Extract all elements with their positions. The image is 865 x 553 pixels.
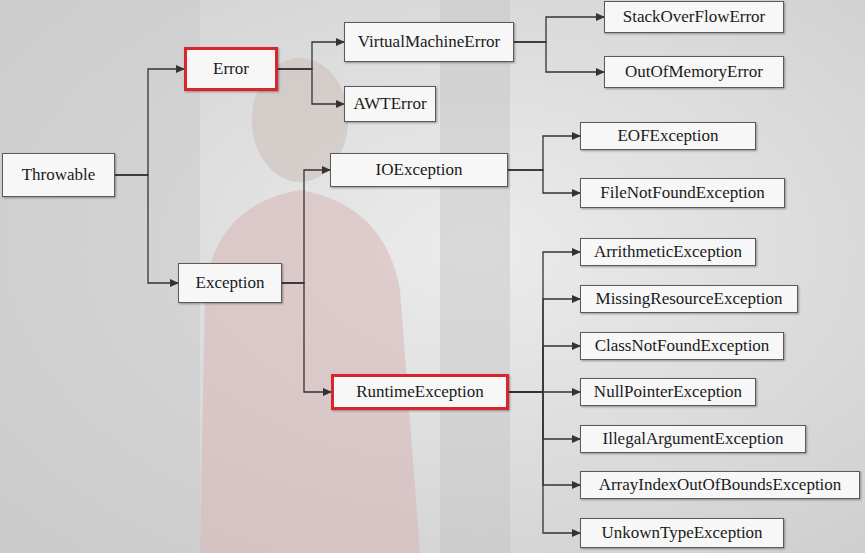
class-name: Error [213, 59, 249, 79]
class-box: AWTError [344, 86, 436, 122]
class-name: StackOverFlowError [623, 7, 766, 27]
background-shade [0, 0, 200, 553]
class-name: AWTError [353, 94, 426, 114]
inheritance-arrow [278, 69, 344, 104]
class-box: FileNotFoundException [580, 178, 785, 208]
inheritance-arrow [509, 299, 580, 392]
inheritance-arrow [278, 42, 344, 69]
inheritance-arrow [514, 17, 604, 42]
class-box: Exception [178, 263, 282, 303]
class-box: UnkownTypeException [580, 518, 784, 548]
inheritance-arrow [509, 392, 580, 485]
class-name: ClassNotFoundException [595, 336, 770, 356]
class-name: MissingResourceException [596, 289, 783, 309]
highlighted-class-box: Error [184, 47, 278, 91]
class-box: ClassNotFoundException [580, 332, 784, 360]
class-name: OutOfMemoryError [625, 62, 763, 82]
class-box: IOException [330, 153, 508, 187]
class-name: ArrithmeticException [594, 242, 742, 262]
class-box: OutOfMemoryError [604, 56, 784, 88]
class-name: IllegalArgumentException [603, 429, 784, 449]
inheritance-arrow [508, 136, 580, 170]
class-box: StackOverFlowError [604, 1, 784, 33]
inheritance-arrow [282, 283, 331, 392]
inheritance-arrow [514, 42, 604, 72]
class-name: UnkownTypeException [601, 523, 762, 543]
class-box: VirtualMachineError [344, 22, 514, 62]
class-name: IOException [376, 160, 463, 180]
class-box: EOFException [580, 122, 756, 150]
inheritance-arrow [509, 346, 580, 392]
class-box: ArrayIndexOutOfBoundsException [580, 471, 860, 499]
class-box: ArrithmeticException [580, 238, 756, 266]
class-name: Throwable [22, 165, 96, 185]
highlighted-class-box: RuntimeException [331, 374, 509, 410]
class-name: VirtualMachineError [358, 32, 500, 52]
class-name: NullPointerException [594, 382, 742, 402]
class-box: Throwable [2, 153, 115, 197]
inheritance-arrow [115, 175, 178, 283]
inheritance-arrow [509, 392, 580, 439]
inheritance-arrow [509, 392, 580, 533]
class-name: Exception [196, 273, 265, 293]
background-pillar [440, 0, 510, 553]
class-name: RuntimeException [356, 382, 483, 402]
class-box: MissingResourceException [580, 285, 798, 313]
class-name: EOFException [617, 126, 718, 146]
inheritance-arrow [508, 170, 580, 193]
inheritance-arrow [282, 170, 330, 283]
inheritance-arrow [509, 252, 580, 392]
inheritance-arrow [115, 69, 184, 175]
class-box: IllegalArgumentException [580, 425, 806, 453]
class-name: FileNotFoundException [600, 183, 764, 203]
class-name: ArrayIndexOutOfBoundsException [599, 475, 842, 495]
figure-body [200, 190, 420, 553]
class-box: NullPointerException [580, 378, 756, 406]
